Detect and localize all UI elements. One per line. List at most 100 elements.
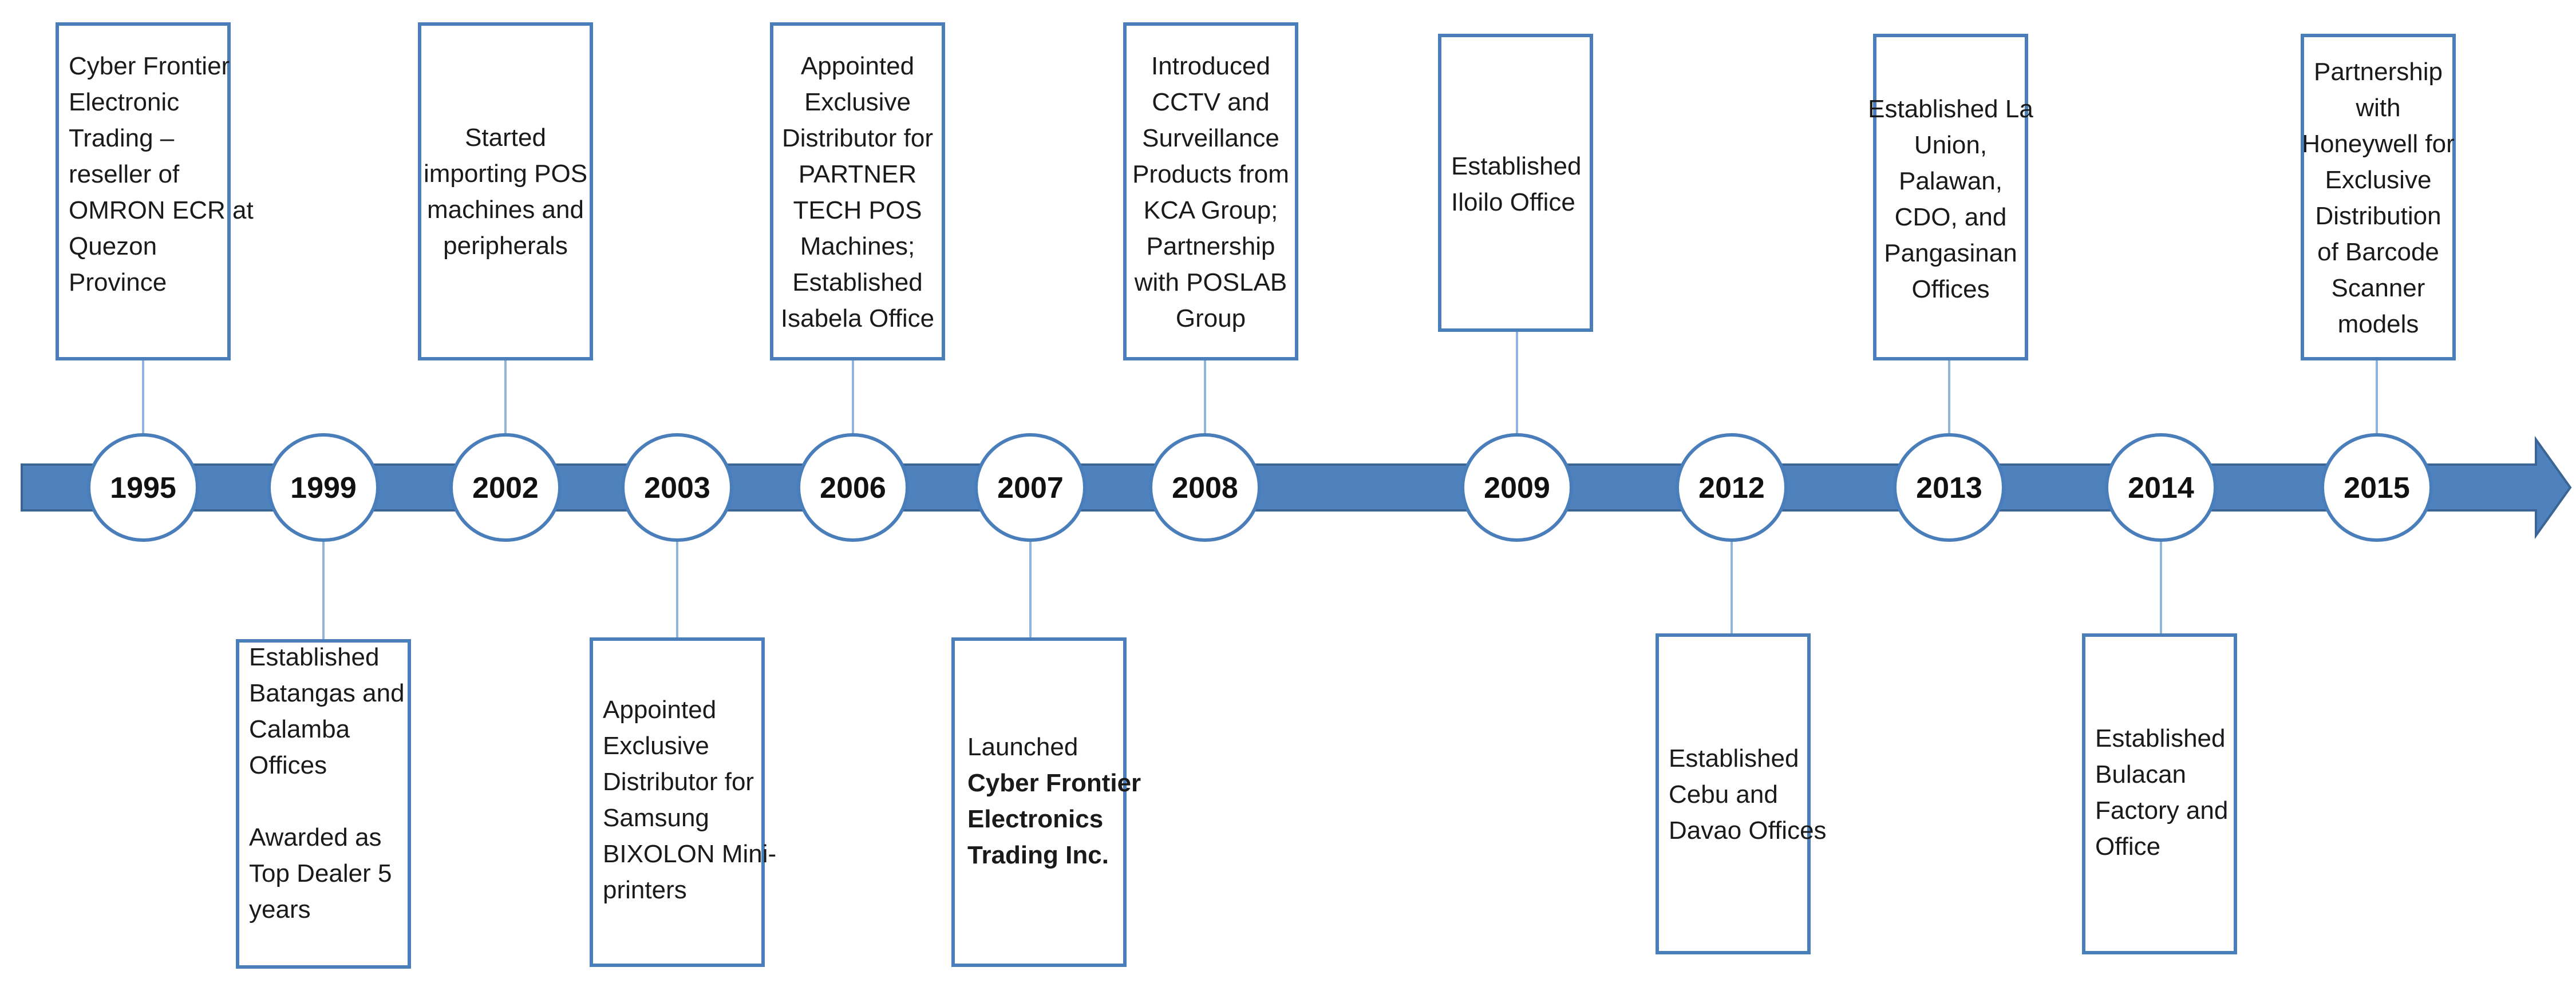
milestone-text-line: Partnership xyxy=(1146,232,1275,260)
year-label: 2014 xyxy=(2128,471,2194,505)
milestone-text-line: Established xyxy=(2095,724,2225,752)
milestone-text-line: reseller of xyxy=(69,160,180,188)
milestone-text-line: of Barcode xyxy=(2317,238,2439,266)
year-marker-2013: 2013 xyxy=(1893,433,2005,542)
year-marker-2008: 2008 xyxy=(1149,433,1261,542)
timeline-arrow xyxy=(21,435,2572,540)
milestone-box-frame xyxy=(2082,633,2237,954)
year-label: 2009 xyxy=(1484,471,1550,505)
milestone-text-line: Established xyxy=(249,643,379,671)
year-marker-2009: 2009 xyxy=(1461,433,1573,542)
year-label: 2002 xyxy=(472,471,539,505)
milestone-text-line: with POSLAB xyxy=(1134,268,1287,296)
milestone-box-frame xyxy=(2301,34,2456,360)
year-circle xyxy=(2321,433,2433,542)
year-label: 2008 xyxy=(1172,471,1238,505)
milestone-box-frame xyxy=(1873,34,2028,360)
milestone-text-line: Machines; xyxy=(800,232,915,260)
milestone-text-line: peripherals xyxy=(443,232,568,260)
milestone-text-line: Awarded as xyxy=(249,823,382,851)
year-label: 2015 xyxy=(2344,471,2410,505)
year-label: 2012 xyxy=(1698,471,1765,505)
milestone-text-line: Electronic xyxy=(69,88,179,116)
year-marker-2002: 2002 xyxy=(449,433,562,542)
milestone-text-line: Scanner xyxy=(2332,274,2425,302)
milestone-text-line: Palawan, xyxy=(1899,167,2002,195)
milestone-text-line: Trading Inc. xyxy=(967,841,1109,869)
milestone-text-line: Calamba xyxy=(249,715,350,743)
milestone-text-line: BIXOLON Mini- xyxy=(603,840,776,868)
milestone-text-line: PARTNER xyxy=(799,160,916,188)
milestone-text-line: Exclusive xyxy=(603,732,709,760)
milestone-text-line: Established xyxy=(792,268,922,296)
milestone-box-frame xyxy=(770,22,945,360)
milestone-text-line: Iloilo Office xyxy=(1451,188,1575,216)
milestone-text-line: Started xyxy=(465,124,546,152)
milestone-text-line: Quezon xyxy=(69,232,157,260)
year-marker-2006: 2006 xyxy=(797,433,909,542)
milestone-text-line: Appointed xyxy=(603,696,716,724)
milestone-text-line: OMRON ECR at xyxy=(69,196,254,224)
milestone-text-line: Products from xyxy=(1132,160,1289,188)
milestone-box-frame xyxy=(1656,633,1811,954)
year-label: 1999 xyxy=(290,471,357,505)
year-label: 2007 xyxy=(997,471,1064,505)
milestone-text-line: Introduced xyxy=(1151,52,1270,80)
milestone-box-frame xyxy=(590,637,765,967)
milestone-text-line: importing POS xyxy=(424,160,587,188)
milestone-text-line: Appointed xyxy=(801,52,914,80)
milestone-text-line: Offices xyxy=(249,751,327,779)
milestone-text-line: Established La xyxy=(1868,95,2033,123)
milestone-text-line: Distribution xyxy=(2315,202,2441,230)
milestone-text-line: Cyber Frontier xyxy=(69,52,230,80)
year-label: 2013 xyxy=(1916,471,1982,505)
milestone-text-line: TECH POS xyxy=(793,196,922,224)
year-marker-2003: 2003 xyxy=(621,433,733,542)
year-circle xyxy=(1149,433,1261,542)
milestone-box-frame xyxy=(1123,22,1298,360)
milestone-text-line: with xyxy=(2355,94,2400,122)
connector-lines xyxy=(142,330,2378,641)
year-marker-2007: 2007 xyxy=(974,433,1086,542)
year-circle xyxy=(621,433,733,542)
year-marker-2014: 2014 xyxy=(2105,433,2217,542)
year-label: 2003 xyxy=(644,471,710,505)
milestone-text-line: Top Dealer 5 xyxy=(249,859,392,887)
milestone-text-line: KCA Group; xyxy=(1144,196,1278,224)
milestone-box-2002: Started importing POS machines and peripher… xyxy=(418,22,593,360)
milestone-text-line: machines and xyxy=(427,196,584,224)
year-circle xyxy=(974,433,1086,542)
milestone-text-line: Cebu and xyxy=(1669,780,1778,808)
milestone-text-line: Group xyxy=(1176,304,1246,332)
milestone-text-line: CDO, and xyxy=(1895,203,2007,231)
year-marker-1999: 1999 xyxy=(267,433,380,542)
milestone-text-line: Davao Offices xyxy=(1669,816,1827,845)
milestone-text-line: Exclusive xyxy=(804,88,911,116)
year-circle xyxy=(1461,433,1573,542)
milestone-text-line: Office xyxy=(2095,833,2160,861)
milestone-text-line: Surveillance xyxy=(1142,124,1279,152)
milestone-box-frame xyxy=(236,639,411,969)
milestone-text-line: Province xyxy=(69,268,167,296)
milestone-text-line: years xyxy=(249,895,311,923)
milestone-text-line: Trading – xyxy=(69,124,175,152)
milestone-box-frame xyxy=(418,22,593,360)
milestone-text-line: Honeywell for xyxy=(2302,130,2455,158)
milestone-text-line: Pangasinan xyxy=(1884,239,2017,267)
milestone-text-line: Exclusive xyxy=(2325,166,2432,194)
milestone-text-line: Samsung xyxy=(603,804,709,832)
milestone-box-frame xyxy=(56,22,231,360)
milestone-text-line: Electronics xyxy=(967,805,1103,833)
